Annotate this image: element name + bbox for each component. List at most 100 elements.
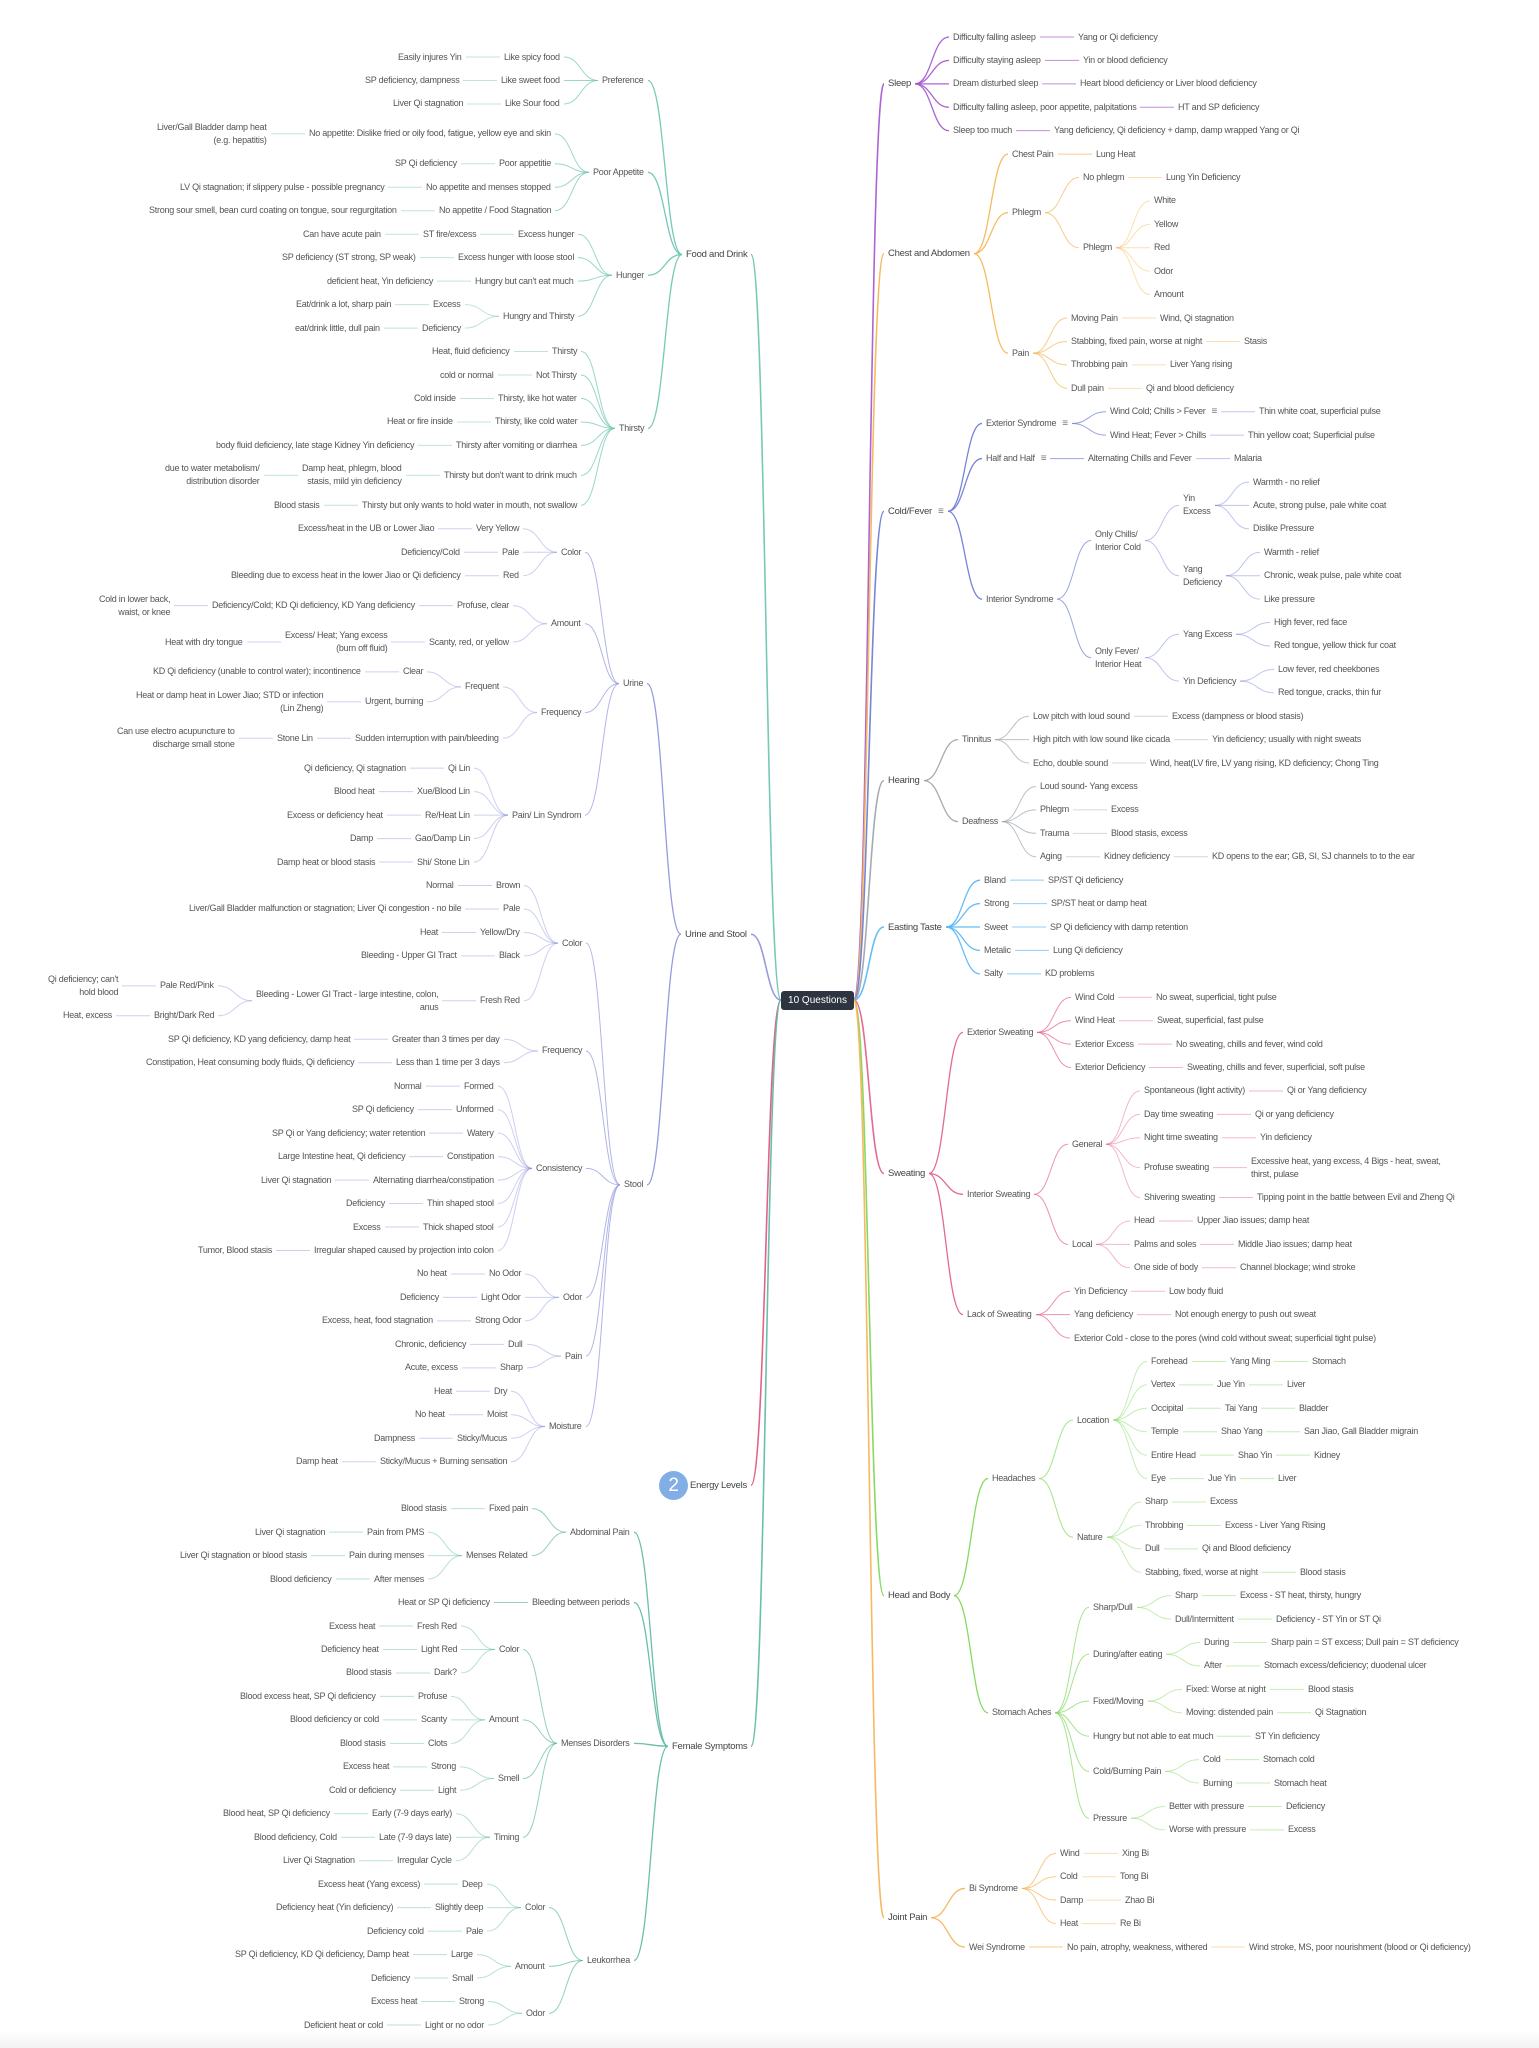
subtopic-node[interactable]: Sharp/Dull (1093, 1601, 1133, 1614)
subtopic-node[interactable]: Small (452, 1972, 474, 1985)
subtopic-node[interactable]: Aging (1040, 850, 1062, 863)
subtopic-node[interactable]: Stone Lin (277, 732, 313, 745)
subtopic-node[interactable]: Exterior Excess (1075, 1038, 1134, 1051)
subtopic-node[interactable]: Dull pain (1071, 382, 1104, 395)
subtopic-node[interactable]: Blood excess heat, SP Qi deficiency (240, 1690, 376, 1703)
subtopic-node[interactable]: Thick shaped stool (423, 1221, 494, 1234)
subtopic-node[interactable]: Large (451, 1948, 473, 1961)
subtopic-node[interactable]: No phlegm (1083, 171, 1125, 184)
subtopic-node[interactable]: Easily injures Yin (398, 51, 462, 64)
subtopic-node[interactable]: Dull (508, 1338, 523, 1351)
subtopic-node[interactable]: Watery (467, 1127, 494, 1140)
subtopic-node[interactable]: Exterior Deficiency (1075, 1061, 1146, 1074)
subtopic-node[interactable]: Excess (1111, 803, 1139, 816)
subtopic-node[interactable]: Heart blood deficiency or Liver blood de… (1080, 77, 1257, 90)
subtopic-node[interactable]: Forehead (1151, 1355, 1188, 1368)
subtopic-node[interactable]: Early (7-9 days early) (372, 1807, 452, 1820)
subtopic-node[interactable]: Liver Qi stagnation or blood stasis (180, 1549, 307, 1562)
subtopic-node[interactable]: During/after eating (1093, 1648, 1163, 1661)
subtopic-node[interactable]: Liver Qi Stagnation (283, 1854, 355, 1867)
subtopic-node[interactable]: HT and SP deficiency (1178, 101, 1259, 114)
subtopic-node[interactable]: Tong Bi (1120, 1870, 1149, 1883)
subtopic-node[interactable]: Excess, heat, food stagnation (322, 1314, 433, 1327)
subtopic-node[interactable]: Profuse (418, 1690, 448, 1703)
subtopic-node[interactable]: Amount (1154, 288, 1184, 301)
subtopic-node[interactable]: Chest Pain (1012, 148, 1054, 161)
subtopic-node[interactable]: Trauma (1040, 827, 1069, 840)
subtopic-node[interactable]: Excessive heat, yang excess, 4 Bigs - he… (1251, 1155, 1441, 1181)
subtopic-node[interactable]: cold or normal (440, 369, 494, 382)
subtopic-node[interactable]: Low fever, red cheekbones (1278, 663, 1380, 676)
subtopic-node[interactable]: Interior Syndrome (986, 593, 1054, 606)
subtopic-node[interactable]: No sweating, chills and fever, wind cold (1176, 1038, 1323, 1051)
subtopic-node[interactable]: Deficiency (422, 322, 461, 335)
subtopic-node[interactable]: Malaria (1234, 452, 1262, 465)
subtopic-node[interactable]: Dislike Pressure (1253, 522, 1314, 535)
subtopic-node[interactable]: eat/drink little, dull pain (295, 322, 380, 335)
subtopic-node[interactable]: Tinnitus (962, 733, 991, 746)
subtopic-node[interactable]: Phlegm (1040, 803, 1069, 816)
subtopic-node[interactable]: Sleep too much (953, 124, 1012, 137)
subtopic-node[interactable]: Deficiency - ST Yin or ST Qi (1276, 1613, 1381, 1626)
subtopic-node[interactable]: Blood stasis (1308, 1683, 1354, 1696)
subtopic-node[interactable]: Color (561, 546, 582, 559)
subtopic-node[interactable]: Stomach cold (1263, 1753, 1315, 1766)
subtopic-node[interactable]: Thin shaped stool (427, 1197, 494, 1210)
subtopic-node[interactable]: Low pitch with loud sound (1033, 710, 1130, 723)
subtopic-node[interactable]: Palms and soles (1134, 1238, 1197, 1251)
subtopic-node[interactable]: Preference (602, 74, 644, 87)
central-topic[interactable]: 10 Questions (781, 991, 854, 1010)
subtopic-node[interactable]: Wind Cold; Chills > Fever (1110, 405, 1217, 418)
subtopic-node[interactable]: Thirsty, like hot water (498, 392, 577, 405)
subtopic-node[interactable]: High fever, red face (1274, 616, 1347, 629)
subtopic-node[interactable]: Only Fever/ Interior Heat (1095, 645, 1142, 671)
subtopic-node[interactable]: Deficiency heat (Yin deficiency) (276, 1901, 393, 1914)
subtopic-node[interactable]: During (1204, 1636, 1229, 1649)
subtopic-node[interactable]: No heat (415, 1408, 445, 1421)
subtopic-node[interactable]: Difficulty falling asleep, poor appetite… (953, 101, 1137, 114)
subtopic-node[interactable]: Alternating Chills and Fever (1088, 452, 1192, 465)
subtopic-node[interactable]: Blood deficiency, Cold (254, 1831, 337, 1844)
subtopic-node[interactable]: Stomach (1312, 1355, 1346, 1368)
subtopic-node[interactable]: Like pressure (1264, 593, 1315, 606)
subtopic-node[interactable]: Wei Syndrome (969, 1941, 1025, 1954)
subtopic-node[interactable]: Amount (551, 617, 581, 630)
subtopic-node[interactable]: Sharp pain = ST excess; Dull pain = ST d… (1271, 1636, 1459, 1649)
subtopic-node[interactable]: Difficulty falling asleep (953, 31, 1036, 44)
main-topic-chest-and-abdomen[interactable]: Chest and Abdomen (888, 247, 970, 260)
subtopic-node[interactable]: SP Qi deficiency with damp retention (1050, 921, 1188, 934)
subtopic-node[interactable]: Urine (623, 677, 644, 690)
subtopic-node[interactable]: Hungry but can't eat much (475, 275, 574, 288)
subtopic-node[interactable]: Light or no odor (425, 2019, 484, 2032)
subtopic-node[interactable]: Temple (1151, 1425, 1179, 1438)
subtopic-node[interactable]: No sweat, superficial, tight pulse (1156, 991, 1277, 1004)
subtopic-node[interactable]: Large Intestine heat, Qi deficiency (278, 1150, 406, 1163)
subtopic-node[interactable]: Excess/heat in the UB or Lower Jiao (298, 522, 435, 535)
subtopic-node[interactable]: Timing (494, 1831, 519, 1844)
main-topic-food-and-drink[interactable]: Food and Drink (686, 248, 748, 261)
subtopic-node[interactable]: Consistency (536, 1162, 583, 1175)
subtopic-node[interactable]: Jue Yin (1217, 1378, 1245, 1391)
subtopic-node[interactable]: Light Red (421, 1643, 458, 1656)
subtopic-node[interactable]: Xue/Blood Lin (417, 785, 470, 798)
subtopic-node[interactable]: Qi or yang deficiency (1255, 1108, 1334, 1121)
subtopic-node[interactable]: Formed (464, 1080, 494, 1093)
subtopic-node[interactable]: Shao Yin (1238, 1449, 1272, 1462)
subtopic-node[interactable]: Re Bi (1120, 1917, 1141, 1930)
subtopic-node[interactable]: Wind Heat (1075, 1014, 1115, 1027)
subtopic-node[interactable]: No appetite and menses stopped (426, 181, 551, 194)
subtopic-node[interactable]: Night time sweating (1144, 1131, 1218, 1144)
subtopic-node[interactable]: Deficient heat or cold (304, 2019, 383, 2032)
subtopic-node[interactable]: Phlegm (1012, 206, 1041, 219)
subtopic-node[interactable]: Deficiency/Cold (401, 546, 460, 559)
subtopic-node[interactable]: Exterior Cold - close to the pores (wind… (1074, 1332, 1376, 1345)
subtopic-node[interactable]: Acute, strong pulse, pale white coat (1253, 499, 1386, 512)
subtopic-node[interactable]: SP Qi deficiency, KD yang deficiency, da… (168, 1033, 351, 1046)
subtopic-node[interactable]: Yin deficiency (1260, 1131, 1312, 1144)
subtopic-node[interactable]: Echo, double sound (1033, 757, 1108, 770)
subtopic-node[interactable]: Alternating diarrhea/constipation (373, 1174, 494, 1187)
subtopic-node[interactable]: Moist (487, 1408, 508, 1421)
subtopic-node[interactable]: Deficiency heat (321, 1643, 379, 1656)
subtopic-node[interactable]: Metalic (984, 944, 1011, 957)
subtopic-node[interactable]: Heat or damp heat in Lower Jiao; STD or … (136, 689, 324, 715)
